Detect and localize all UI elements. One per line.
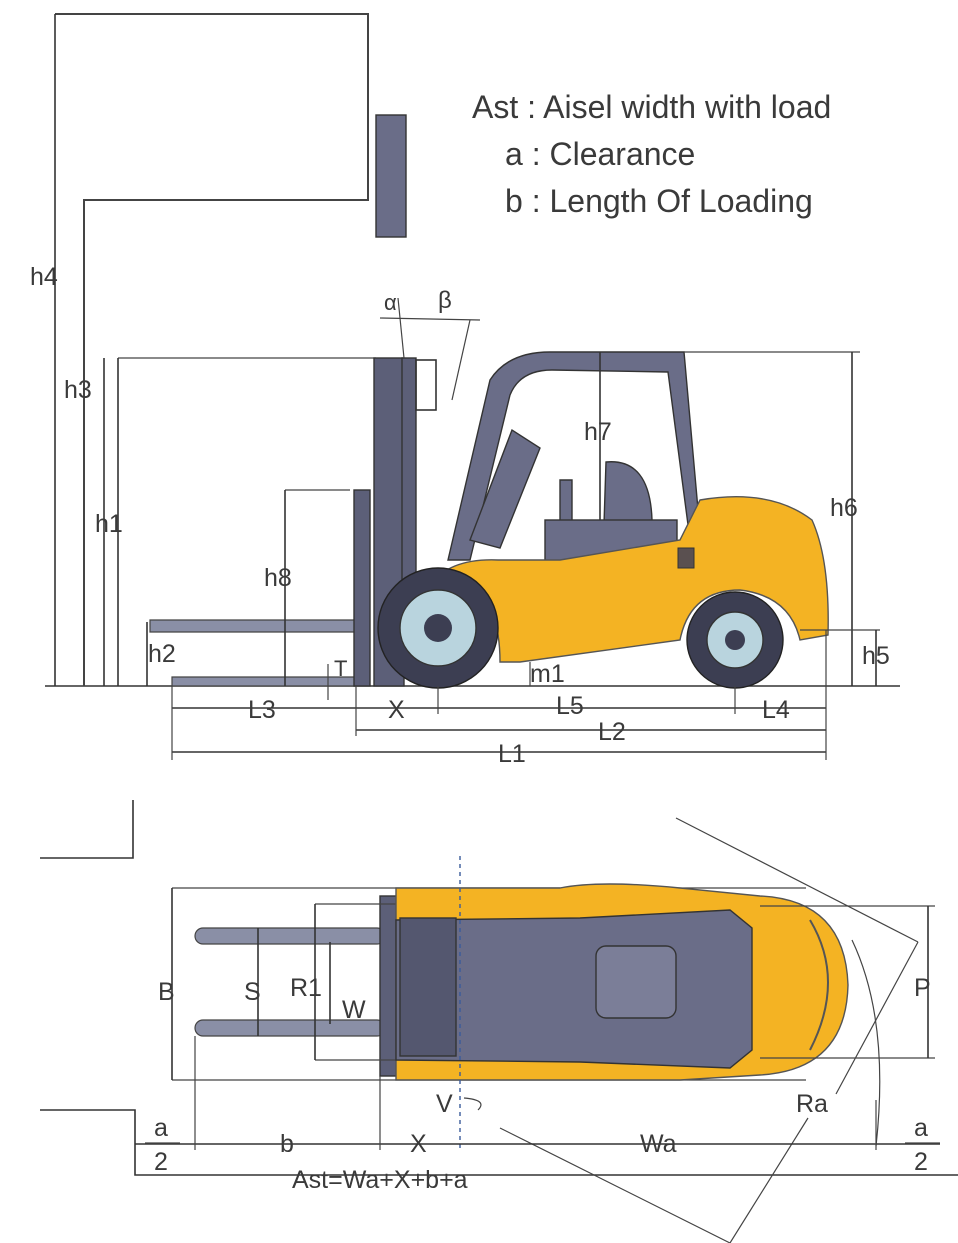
label-p: P <box>914 974 931 1002</box>
label-w: W <box>342 996 366 1024</box>
label-ast-formula: Ast=Wa+X+b+a <box>292 1166 468 1194</box>
mast-top-bracket <box>415 359 437 411</box>
ra-leader <box>729 1117 809 1243</box>
counterweight-body <box>429 496 829 663</box>
legend-a: a : Clearance <box>505 136 695 172</box>
v-arc-icon <box>463 1097 482 1111</box>
label-h8: h8 <box>264 564 292 592</box>
counterweight-arc <box>809 919 829 1051</box>
side-view: α β <box>30 13 900 768</box>
label-h1: h1 <box>95 510 123 538</box>
alpha-line <box>397 297 405 359</box>
front-wheel-center <box>424 614 452 642</box>
label-h3: h3 <box>64 376 92 404</box>
legend-b: b : Length Of Loading <box>505 183 813 219</box>
alpha-label: α <box>384 290 397 315</box>
label-x-side: X <box>388 696 405 724</box>
legend-ast: Ast : Aisel width with load <box>472 89 831 125</box>
label-b: B <box>158 978 175 1006</box>
label-m1: m1 <box>530 660 565 688</box>
label-a-num-left: a <box>154 1114 168 1142</box>
label-h7: h7 <box>584 418 612 446</box>
label-b-length: b <box>280 1130 294 1158</box>
turn-radius-ra <box>835 941 919 1095</box>
rear-wheel-center <box>725 630 745 650</box>
seat-top-view <box>595 945 677 1019</box>
label-h2: h2 <box>148 640 176 668</box>
label-wa: Wa <box>640 1130 677 1158</box>
label-l4: L4 <box>762 696 790 724</box>
legend: Ast : Aisel width with load a : Clearanc… <box>472 89 831 219</box>
side-labels: h4 h3 h1 h2 h8 h7 h6 h5 T m1 L3 X L5 L4 … <box>30 263 890 768</box>
label-l5: L5 <box>556 692 584 720</box>
label-h4: h4 <box>30 263 58 291</box>
top-labels: B S R1 W P V Ra a 2 a 2 b X Wa Ast=Wa+X+… <box>154 974 931 1194</box>
light-box <box>677 547 695 569</box>
fork-top-left <box>194 927 386 945</box>
raised-carriage <box>375 114 407 238</box>
top-view: B S R1 W P V Ra a 2 a 2 b X Wa Ast=Wa+X+… <box>40 800 958 1243</box>
label-l1: L1 <box>498 740 526 768</box>
label-h6: h6 <box>830 494 858 522</box>
mast-top-view <box>399 917 457 1057</box>
seat-back <box>603 461 653 525</box>
tilt-ref-line <box>379 317 481 321</box>
turn-tangent-top <box>675 817 919 943</box>
turn-arc <box>851 939 881 1147</box>
label-l3: L3 <box>248 696 276 724</box>
steering-column <box>469 428 541 549</box>
label-h5: h5 <box>862 642 890 670</box>
label-v: V <box>436 1090 453 1118</box>
label-s: S <box>244 978 261 1006</box>
beta-line <box>451 319 471 401</box>
label-l2: L2 <box>598 718 626 746</box>
label-t: T <box>334 656 347 681</box>
label-x-top: X <box>410 1130 427 1158</box>
label-a-den-right: 2 <box>914 1148 928 1176</box>
aisle-bottom-line <box>40 1109 958 1176</box>
label-ra: Ra <box>796 1090 828 1118</box>
beta-label: β <box>438 287 452 314</box>
label-a-num-right: a <box>914 1114 928 1142</box>
label-a-den-left: 2 <box>154 1148 168 1176</box>
fork-upper <box>149 619 357 633</box>
aisle-corner-bracket <box>40 800 134 859</box>
label-r1: R1 <box>290 974 322 1002</box>
raised-load-outline <box>55 13 369 686</box>
fork-carriage <box>353 489 371 687</box>
turn-tangent-bottom <box>499 1127 731 1243</box>
